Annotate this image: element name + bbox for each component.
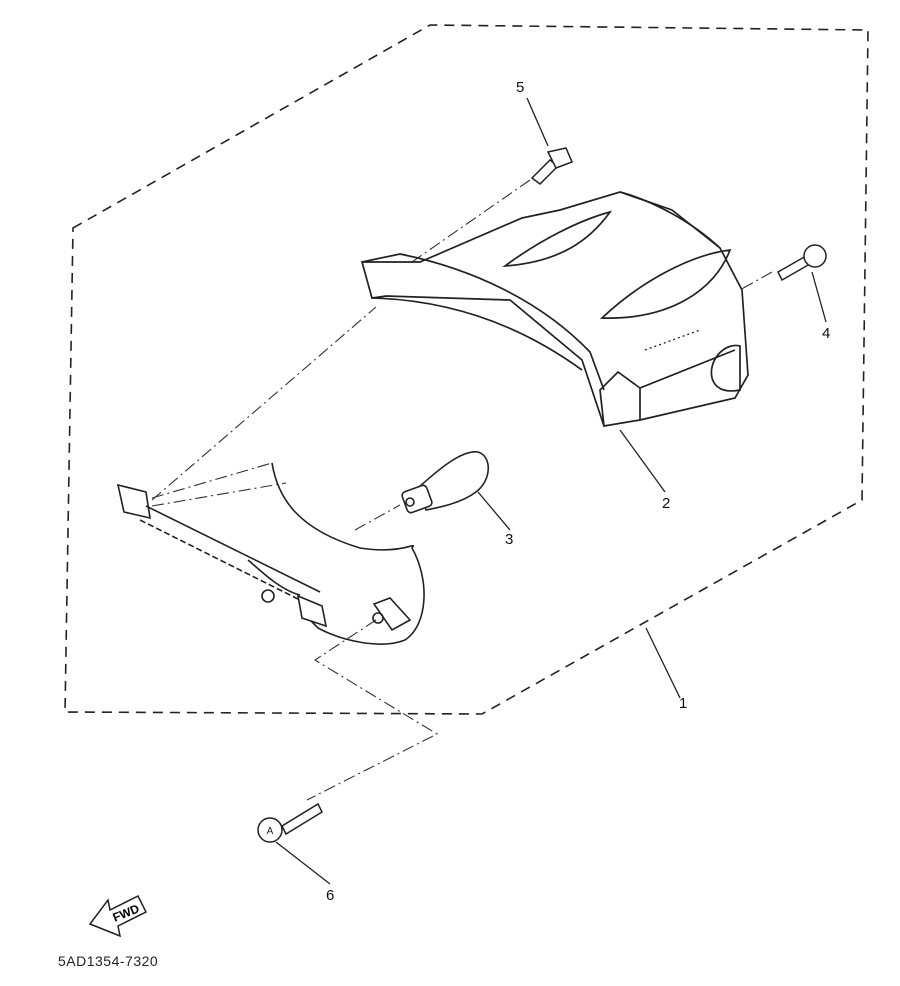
svg-text:A: A xyxy=(267,826,274,837)
assembly-boundary xyxy=(64,24,869,715)
screw-6: A xyxy=(257,802,323,843)
screw-4 xyxy=(777,244,827,282)
callout-5: 5 xyxy=(516,79,525,96)
fwd-arrow-icon xyxy=(88,894,148,938)
callout-6: 6 xyxy=(326,887,335,904)
drawing-code: 5AD1354-7320 xyxy=(58,953,159,969)
callout-4: 4 xyxy=(822,325,831,342)
callout-2: 2 xyxy=(662,495,671,512)
taillight-base xyxy=(116,462,425,645)
screw-5 xyxy=(530,147,573,185)
callout-3: 3 xyxy=(505,531,514,548)
taillight-lens xyxy=(360,191,749,427)
callout-1: 1 xyxy=(679,695,688,712)
leader-lines xyxy=(275,97,827,885)
bulb xyxy=(401,451,490,514)
